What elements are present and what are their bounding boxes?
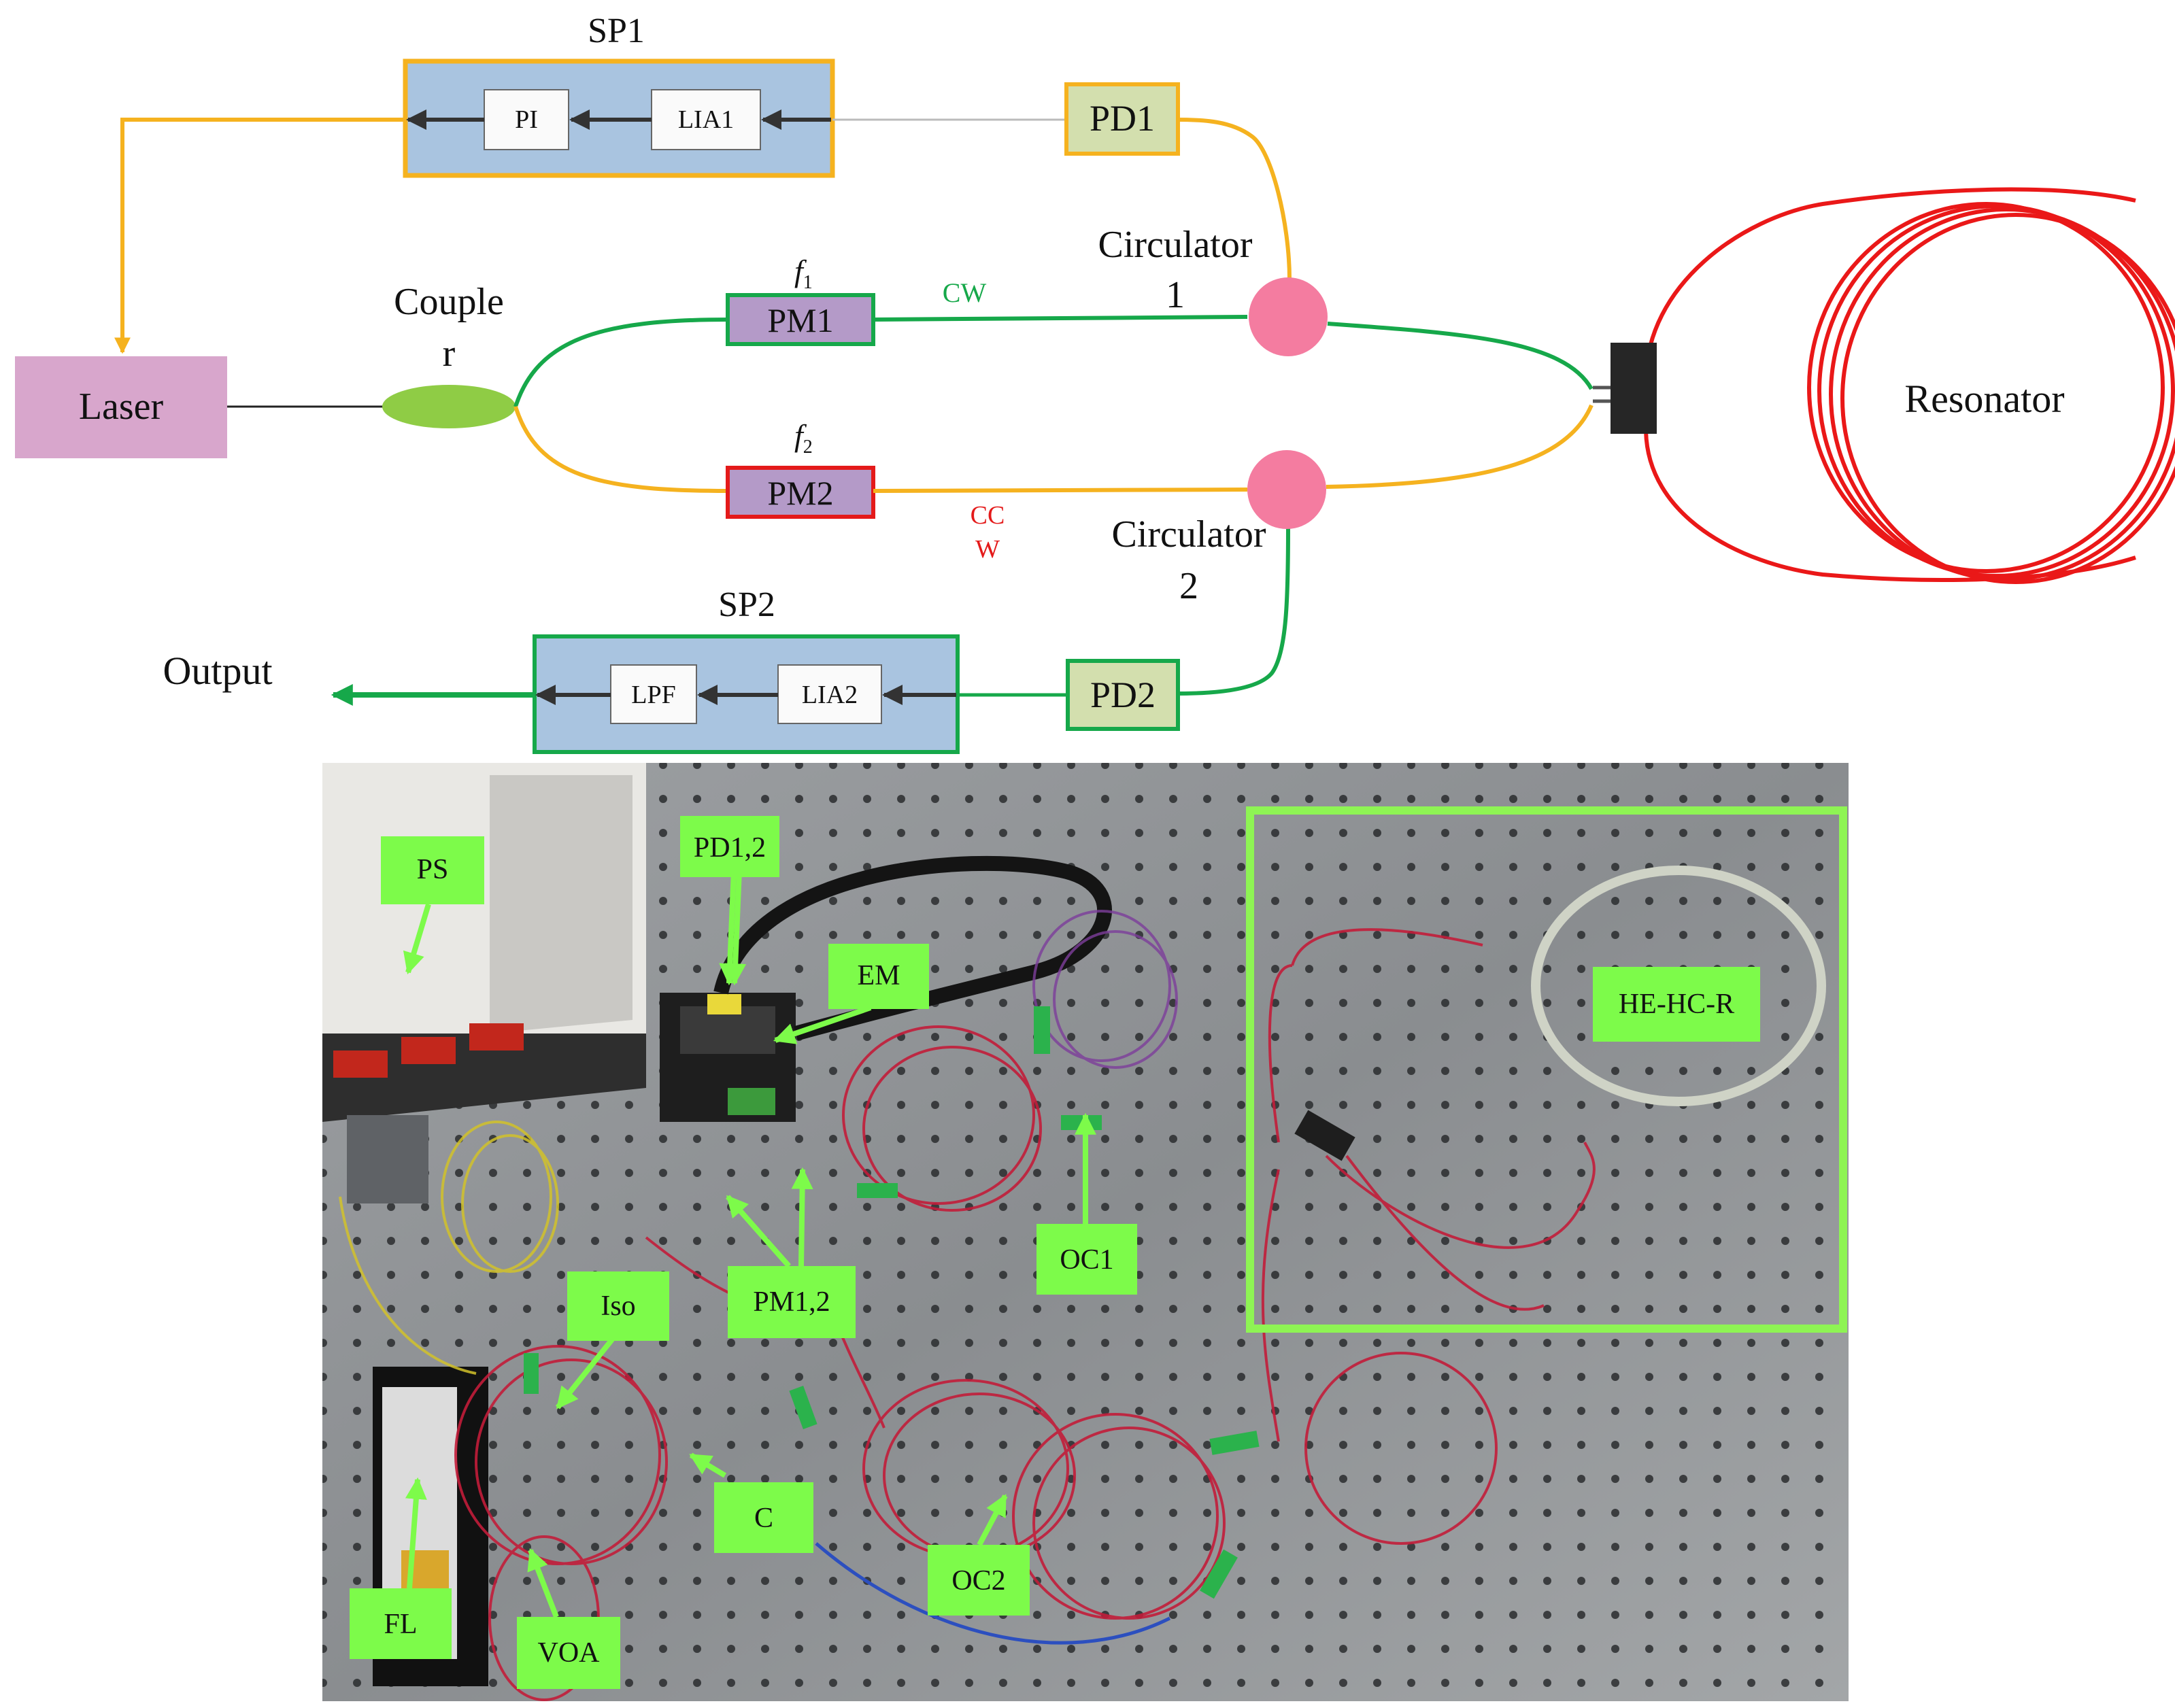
sp1-block: SP1 PI LIA1 bbox=[403, 12, 835, 178]
driver-board bbox=[660, 993, 796, 1122]
pm2-box bbox=[726, 466, 875, 519]
label-c: C bbox=[714, 1482, 813, 1553]
fiber-pm2-circ2 bbox=[873, 488, 1248, 493]
sp1-title: SP1 bbox=[588, 12, 645, 50]
svg-text:OC1: OC1 bbox=[1060, 1244, 1113, 1276]
svg-text:EM: EM bbox=[858, 960, 900, 991]
pi-box bbox=[484, 89, 569, 150]
sp2-title: SP2 bbox=[718, 585, 775, 624]
svg-text:PD1,2: PD1,2 bbox=[694, 832, 766, 864]
coupler-label-line2: r bbox=[443, 332, 456, 375]
lia1-box bbox=[651, 89, 761, 150]
fiber-circ1-resonator bbox=[1327, 322, 1594, 390]
feedback-line bbox=[114, 118, 405, 354]
svg-text:FL: FL bbox=[384, 1609, 417, 1640]
ccw-label-line1: CC bbox=[971, 501, 1005, 530]
fiber-circ2-pd2 bbox=[1177, 526, 1290, 696]
f2-label: f2 bbox=[794, 418, 813, 458]
coupler bbox=[382, 385, 516, 428]
lia2-label: LIA2 bbox=[802, 681, 858, 709]
circulator-1 bbox=[1249, 277, 1328, 356]
pd2-label: PD2 bbox=[1090, 674, 1156, 715]
svg-text:C: C bbox=[754, 1503, 773, 1534]
circ2-label-line2: 2 bbox=[1179, 565, 1198, 607]
pm1-label: PM1 bbox=[767, 301, 833, 339]
svg-text:VOA: VOA bbox=[538, 1637, 601, 1669]
svg-text:PM1,2: PM1,2 bbox=[753, 1286, 830, 1318]
resonator: Resonator bbox=[1593, 187, 2175, 584]
lia1-label: LIA1 bbox=[678, 105, 734, 134]
ring-coupler bbox=[1294, 1110, 1355, 1161]
label-he-hc-r: HE-HC-R bbox=[1593, 967, 1760, 1042]
fiber-connectors bbox=[524, 1006, 1260, 1599]
svg-text:HE-HC-R: HE-HC-R bbox=[1619, 989, 1734, 1020]
fiber-circ2-resonator bbox=[1326, 404, 1594, 489]
resonator-label: Resonator bbox=[1904, 377, 2064, 421]
f1-sub: 1 bbox=[803, 272, 813, 293]
red-fiber-coils bbox=[454, 928, 1596, 1701]
label-ps: PS bbox=[381, 836, 484, 904]
label-pd12: PD1,2 bbox=[680, 816, 779, 877]
yellow-fiber-coils bbox=[339, 1121, 559, 1375]
purple-fiber-coils bbox=[1032, 910, 1178, 1069]
label-em: EM bbox=[828, 944, 929, 1009]
pd1-box bbox=[1064, 82, 1180, 156]
circulator-2 bbox=[1247, 450, 1326, 529]
svg-text:Iso: Iso bbox=[601, 1291, 635, 1322]
he-hc-r-frame bbox=[1246, 806, 1847, 1333]
lia2-box bbox=[777, 664, 882, 724]
fiber-pm1-circ1 bbox=[873, 315, 1248, 322]
circ1-label-line2: 1 bbox=[1166, 274, 1185, 316]
resonator-coupler bbox=[1611, 343, 1657, 434]
label-iso: Iso bbox=[567, 1271, 669, 1341]
f1-label: f1 bbox=[794, 254, 813, 293]
label-oc1: OC1 bbox=[1036, 1224, 1137, 1295]
label-voa: VOA bbox=[517, 1617, 620, 1689]
experimental-photo: PS PD1,2 EM HE-HC-R OC1 Iso PM1,2 C bbox=[322, 763, 1849, 1701]
fiber-coupler-pm1 bbox=[513, 318, 728, 407]
sp2-block: SP2 LPF LIA2 bbox=[533, 585, 960, 754]
label-oc2: OC2 bbox=[928, 1545, 1030, 1616]
laser-box bbox=[15, 356, 227, 458]
pm2-label: PM2 bbox=[767, 474, 833, 512]
label-fl: FL bbox=[350, 1588, 452, 1659]
blue-fiber bbox=[815, 1542, 1171, 1645]
pi-label: PI bbox=[515, 105, 538, 134]
fiber-coupler-pm2 bbox=[513, 406, 728, 493]
f2-sub: 2 bbox=[803, 437, 813, 458]
fiber-circ1-pd1 bbox=[1177, 118, 1292, 279]
circ2-label-line1: Circulator bbox=[1111, 513, 1266, 556]
hc-ring bbox=[1531, 866, 1826, 1106]
circ1-label-line1: Circulator bbox=[1098, 224, 1252, 266]
coupler-label-line1: Couple bbox=[394, 281, 504, 323]
lpf-box bbox=[610, 664, 697, 724]
output-label: Output bbox=[163, 649, 272, 693]
label-pm12: PM1,2 bbox=[728, 1266, 856, 1338]
svg-text:PS: PS bbox=[417, 854, 449, 885]
cw-label: CW bbox=[943, 277, 987, 308]
pd2-box bbox=[1066, 659, 1180, 731]
schematic-diagram: SP1 PI LIA1 PD1 Laser Couple r PM1 f bbox=[15, 12, 2175, 754]
ccw-label-line2: W bbox=[975, 535, 1000, 564]
lpf-label: LPF bbox=[631, 681, 675, 709]
pd1-label: PD1 bbox=[1090, 98, 1155, 139]
laser-label: Laser bbox=[79, 386, 164, 428]
svg-text:OC2: OC2 bbox=[951, 1565, 1005, 1596]
